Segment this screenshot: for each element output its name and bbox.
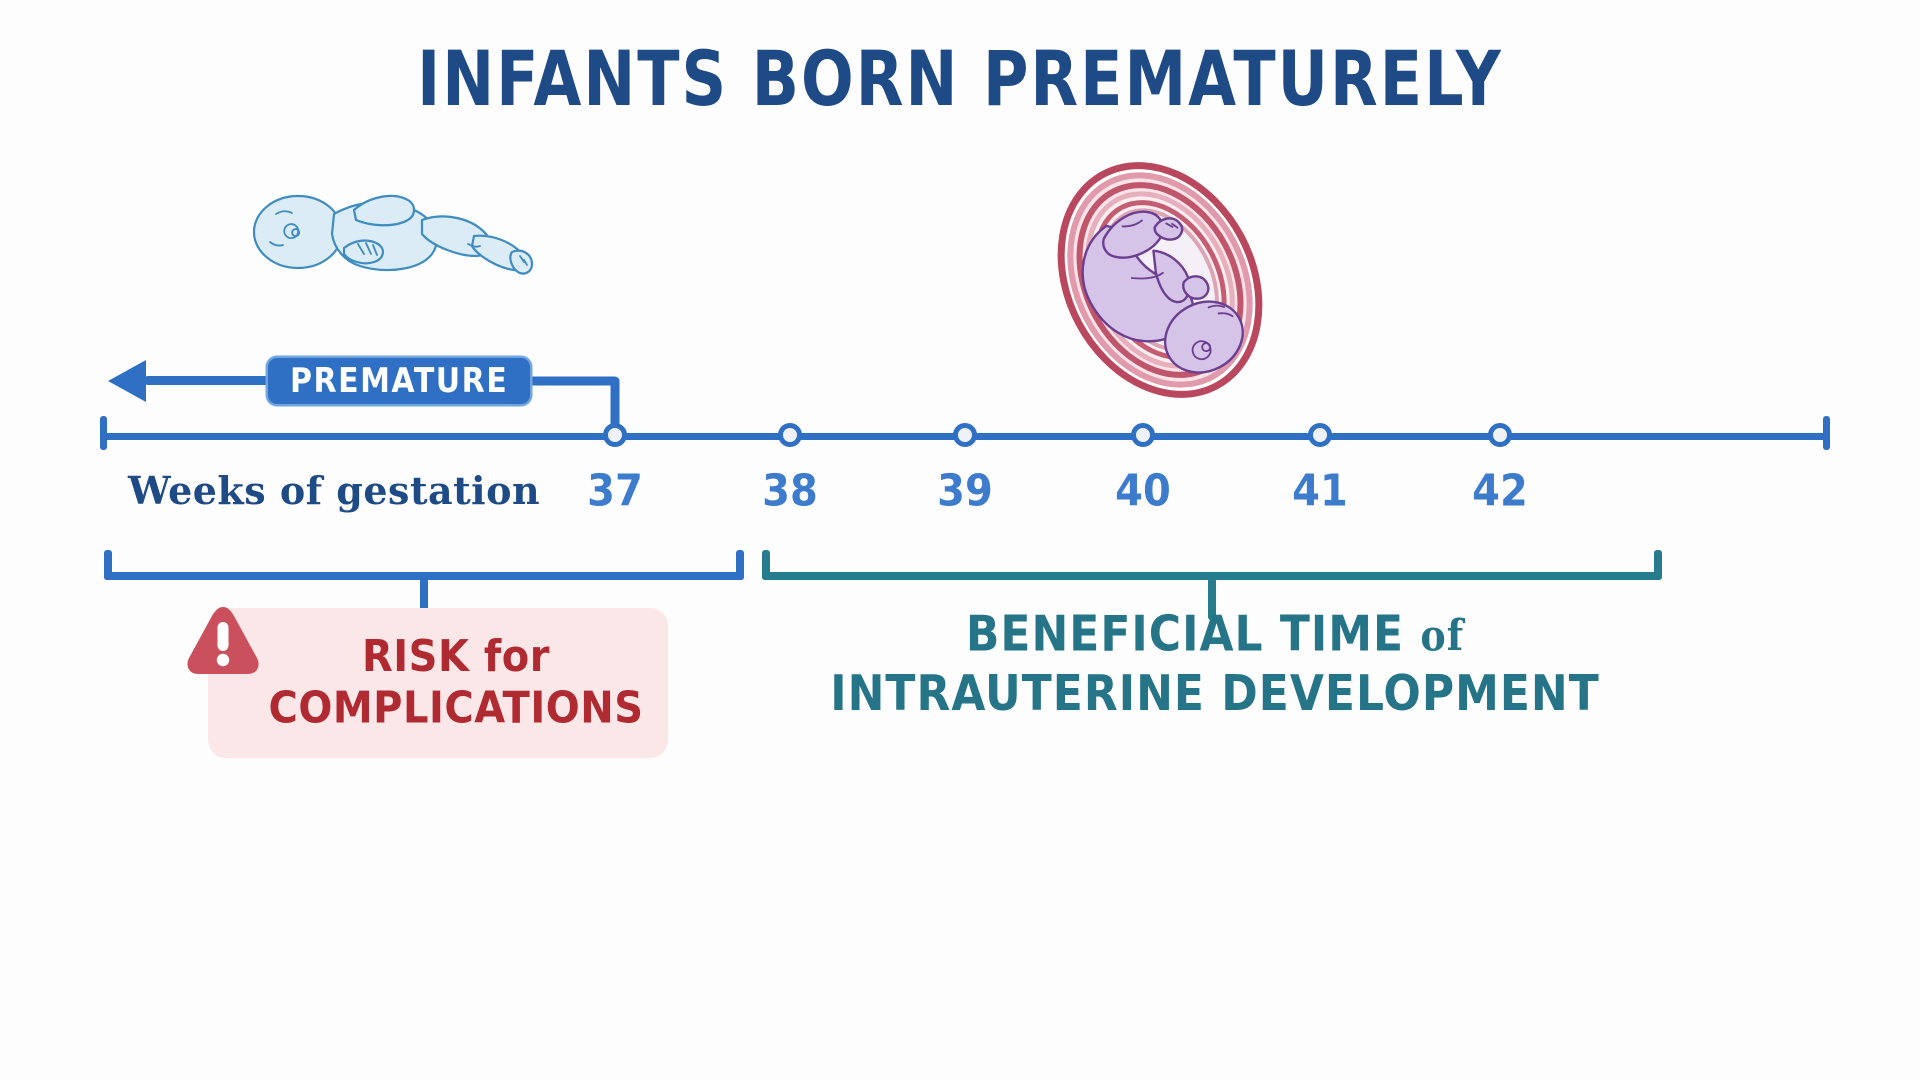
axis-end-cap-right xyxy=(1823,416,1830,450)
warning-triangle-icon xyxy=(187,607,259,674)
risk-line-2: COMPLICATIONS xyxy=(268,683,644,734)
page-title: INFANTS BORN PREMATURELY xyxy=(417,34,1503,124)
bracket-stem xyxy=(1208,578,1216,620)
axis-tick-label-38: 38 xyxy=(762,465,818,517)
premature-range-bracket xyxy=(104,550,744,620)
axis-tick-41[interactable] xyxy=(1308,423,1332,447)
premature-badge-label: PREMATURE xyxy=(290,361,509,401)
bracket-bar xyxy=(762,572,1662,580)
gestation-axis: 37 38 39 40 41 42 xyxy=(100,416,1830,516)
axis-tick-39[interactable] xyxy=(953,423,977,447)
bracket-arm-left xyxy=(104,550,112,580)
axis-tick-42[interactable] xyxy=(1488,423,1512,447)
bracket-arm-right xyxy=(1654,550,1662,580)
axis-tick-40[interactable] xyxy=(1131,423,1155,447)
axis-end-cap-left xyxy=(100,416,107,450)
beneficial-line-1-pre: BENEFICIAL TIME xyxy=(965,605,1421,663)
risk-callout-text: RISK for COMPLICATIONS xyxy=(232,631,643,735)
fetus-in-womb-illustration xyxy=(1040,155,1280,405)
bracket-bar xyxy=(104,572,744,580)
axis-tick-label-37: 37 xyxy=(587,465,643,517)
premature-badge[interactable]: PREMATURE xyxy=(268,358,531,404)
bracket-arm-left xyxy=(762,550,770,580)
axis-tick-label-42: 42 xyxy=(1472,465,1528,517)
premature-connector-line xyxy=(485,376,620,443)
axis-tick-label-40: 40 xyxy=(1115,465,1171,517)
bracket-stem xyxy=(420,578,428,620)
bracket-arm-right xyxy=(736,550,744,580)
axis-tick-38[interactable] xyxy=(778,423,802,447)
premature-left-arrow xyxy=(108,360,270,402)
beneficial-line-2: INTRAUTERINE DEVELOPMENT xyxy=(830,664,1600,722)
beneficial-line-1-of: of xyxy=(1420,610,1465,661)
premature-baby-illustration xyxy=(236,160,536,300)
beneficial-time-callout: BENEFICIAL TIME of INTRAUTERINE DEVELOPM… xyxy=(720,606,1710,724)
axis-tick-label-41: 41 xyxy=(1292,465,1348,517)
weeks-of-gestation-label: Weeks of gestation xyxy=(128,468,541,513)
axis-tick-label-39: 39 xyxy=(937,465,993,517)
risk-line-1: RISK for xyxy=(361,631,550,682)
risk-for-complications-callout: RISK for COMPLICATIONS xyxy=(208,608,668,758)
axis-tick-37[interactable] xyxy=(603,423,627,447)
term-range-bracket xyxy=(762,550,1662,620)
